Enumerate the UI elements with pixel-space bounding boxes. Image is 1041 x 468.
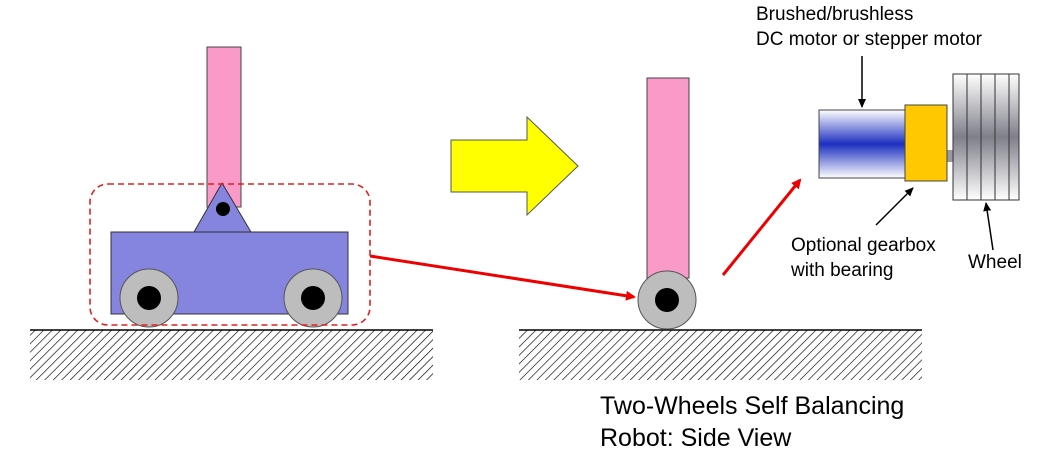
caption-line1: Two-Wheels Self Balancing (600, 392, 905, 420)
ground-left (30, 330, 433, 380)
drivetrain-detail (818, 56, 1020, 251)
pole-middle (646, 77, 690, 279)
gearbox-label-line2: with bearing (791, 260, 894, 281)
wheel-pointer (983, 202, 994, 251)
balancing-robot (519, 77, 922, 380)
ground-middle (519, 330, 922, 380)
pivot-dot (216, 202, 230, 216)
motor-label-line2: DC motor or stepper motor (756, 29, 982, 50)
cart-wheel-right (283, 268, 343, 328)
wheel-label: Wheel (968, 252, 1022, 273)
gearbox-pointer (875, 187, 914, 226)
wheel-stack (952, 73, 1020, 201)
motor-label-line1: Brushed/brushless (756, 4, 914, 25)
cart-robot (30, 46, 433, 380)
cart-wheel-left (119, 268, 179, 328)
caption-line2: Robot: Side View (600, 424, 792, 452)
red-arrow-to-wheel (369, 254, 636, 301)
gearbox-label-line1: Optional gearbox (791, 235, 936, 256)
dashed-highlight-box (89, 183, 371, 326)
robot-wheel (637, 270, 697, 330)
gearbox (904, 104, 948, 182)
red-arrow-to-drivetrain (721, 178, 802, 276)
transform-arrow-icon (450, 115, 579, 217)
pole-left (206, 46, 242, 208)
motor (818, 109, 908, 179)
